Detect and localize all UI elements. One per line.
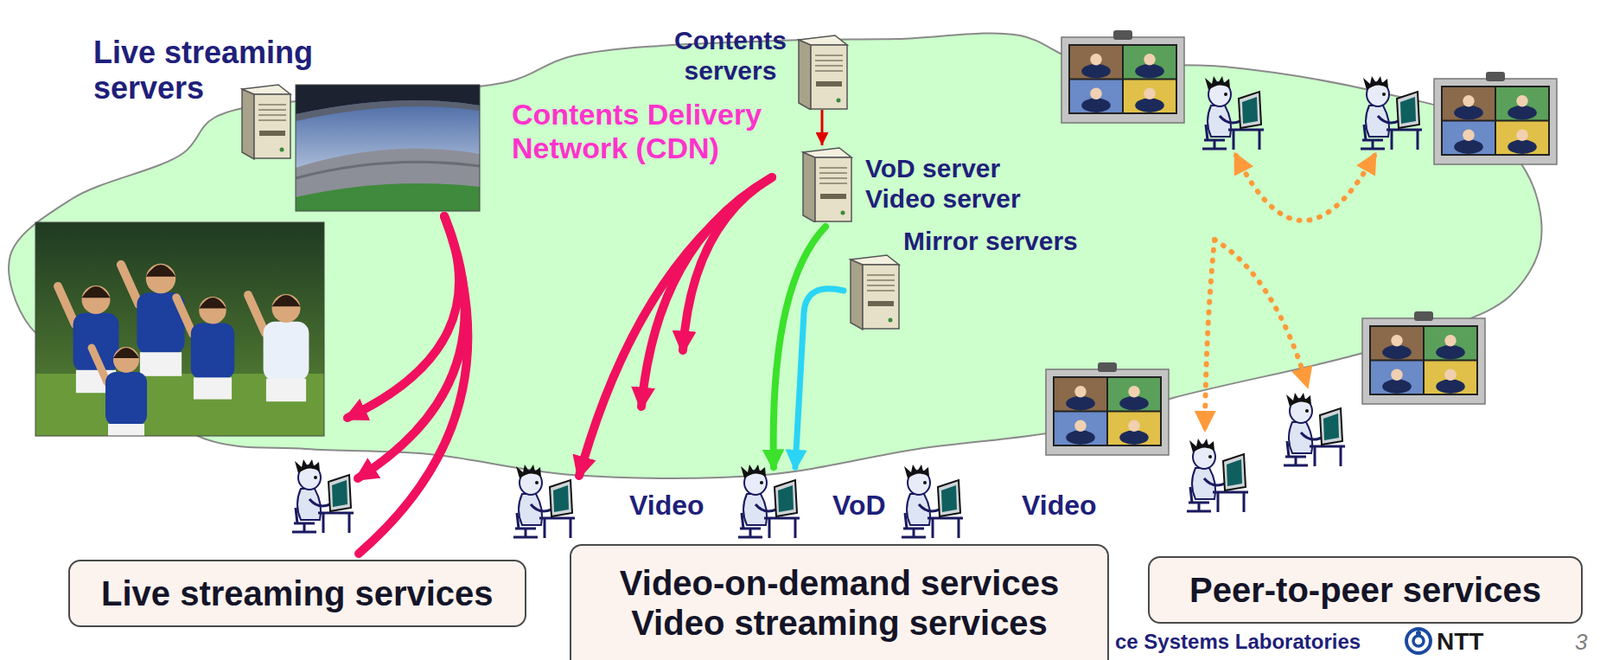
cdn-arrow: [579, 177, 772, 476]
ntt-logo-mark: [1406, 628, 1431, 653]
service-title: Video-on-demand services Video streaming…: [605, 562, 1073, 643]
soccer-photo: [35, 222, 325, 445]
media-label: Video: [629, 489, 705, 522]
user-at-computer: [738, 464, 800, 538]
user-at-computer: [292, 458, 354, 533]
server-name: Mirror servers: [903, 226, 1078, 257]
server-icon: [799, 145, 854, 223]
content-transfer-arrow: [821, 109, 824, 146]
service-box: Peer-to-peer services: [1147, 555, 1583, 624]
footer-text: ce Systems Laboratories: [1115, 629, 1361, 654]
media-label: VoD: [832, 489, 887, 522]
video-conference-screen: [1061, 30, 1185, 123]
cdn-arrow: [682, 177, 772, 351]
media-label: Video: [1021, 489, 1097, 522]
server-name: Live streaming servers: [93, 34, 340, 107]
live-stream-line: [358, 216, 468, 554]
network-cloud: [8, 32, 1542, 479]
service-box: Video-on-demand services Video streaming…: [569, 543, 1110, 660]
service-title: Live streaming services: [101, 573, 494, 613]
user-at-computer: [1186, 438, 1249, 512]
user-at-computer: [513, 464, 575, 538]
user-at-computer: [1283, 392, 1346, 466]
server-name: Contents servers: [665, 25, 796, 86]
page-number: 3: [1574, 629, 1588, 656]
user-at-computer: [1202, 76, 1264, 150]
p2p-arrow: [1214, 239, 1307, 385]
server-label: Mirror servers: [903, 226, 1078, 257]
video-conference-screen: [1362, 311, 1486, 404]
service-title: Peer-to-peer services: [1189, 569, 1542, 610]
logo-text: NTT: [1436, 627, 1484, 656]
p2p-arrow: [1204, 239, 1215, 428]
stadium-photo: [295, 84, 480, 211]
user-at-computer: [901, 464, 963, 538]
network-label: Contents Delivery Network (CDN): [511, 97, 789, 166]
video-conference-screen: [1045, 362, 1169, 455]
server-icon: [242, 84, 291, 160]
service-box: Live streaming services: [68, 559, 527, 627]
user-at-computer: [1360, 76, 1422, 150]
server-label: Live streaming servers: [93, 34, 340, 107]
server-label: Contents servers: [665, 25, 849, 110]
server-icon: [795, 32, 849, 110]
server-name: VoD server Video server: [865, 153, 1039, 214]
p2p-arrow: [1236, 155, 1375, 221]
server-label: VoD server Video server: [799, 145, 1039, 223]
mirror-arrow: [795, 288, 844, 467]
server-icon: [850, 254, 899, 330]
video-conference-screen: [1434, 71, 1557, 165]
